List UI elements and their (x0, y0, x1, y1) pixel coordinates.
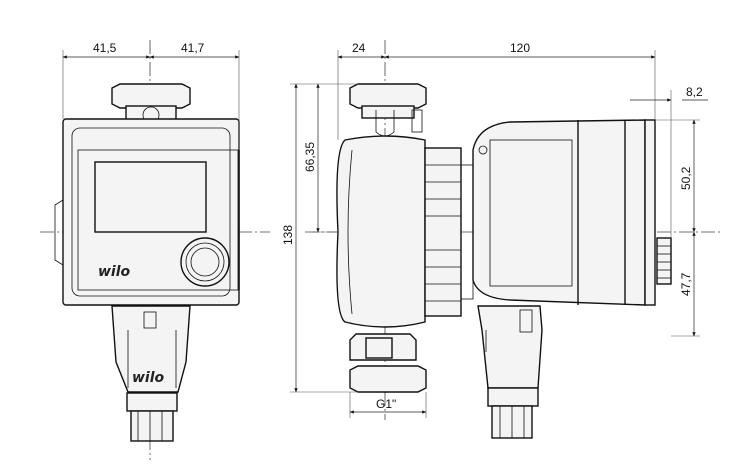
dim-thread: G1" (376, 397, 396, 411)
dim-lower-right: 47,7 (679, 272, 693, 296)
dim-motor-length: 120 (510, 41, 530, 55)
dim-top-offset: 8,2 (686, 85, 703, 99)
front-view: wilo wilo 41,5 41,7 (40, 40, 270, 460)
coupling-ribs (425, 164, 461, 302)
dim-total-height: 138 (281, 225, 295, 245)
front-body-logo: wilo (98, 264, 131, 280)
dim-right-width: 41,7 (181, 41, 205, 55)
dim-upper-height: 66,35 (303, 142, 317, 172)
front-connector-logo: wilo (132, 370, 165, 386)
dim-front-width: 24 (352, 41, 366, 55)
dim-upper-right: 50,2 (679, 166, 693, 190)
dim-left-width: 41,5 (93, 41, 117, 55)
side-view: wilo 24 120 8,2 50,2 47,7 138 66,35 (281, 40, 720, 439)
control-knob (180, 237, 230, 287)
